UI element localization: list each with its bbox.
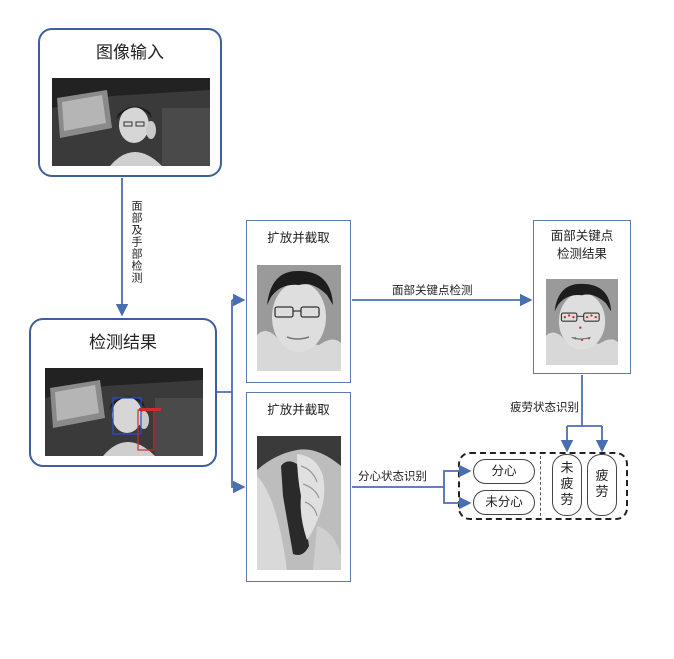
not-fatigued-char-2: 疲: [560, 477, 574, 492]
distraction-recognition-label: 分心状态识别: [358, 469, 427, 483]
detection-result-panel: 检测结果: [29, 318, 217, 467]
not-fatigued-state: 未 疲 劳: [552, 454, 582, 516]
face-hand-detection-label: 面部及手部检测: [130, 200, 143, 284]
image-input-panel: 图像输入: [38, 28, 222, 177]
detection-result-title: 检测结果: [89, 333, 157, 353]
face-keypoint-detection-label: 面部关键点检测: [392, 283, 473, 297]
arrow-to-crop-hand: [231, 392, 246, 494]
fatigued-char-2: 劳: [595, 485, 609, 500]
crop-hand-panel: 扩放并截取: [246, 392, 351, 582]
keypoints-title-line1: 面部关键点: [550, 228, 614, 243]
keypoints-title-line2: 检测结果: [556, 246, 607, 261]
fatigued-char-1: 疲: [595, 469, 609, 484]
not-distracted-state: 未分心: [473, 490, 535, 515]
keypoints-result-panel: 面部关键点 检测结果: [533, 220, 631, 374]
crop-face-panel: 扩放并截取: [246, 220, 351, 383]
not-fatigued-char-1: 未: [560, 461, 574, 476]
fatigue-recognition-label: 疲劳状态识别: [510, 400, 579, 414]
crop-hand-title: 扩放并截取: [267, 402, 330, 417]
fatigued-state: 疲 劳: [587, 454, 617, 516]
arrow-detection-split: [217, 300, 233, 393]
keypoints-face-photo: [546, 279, 618, 365]
cropped-face-photo: [257, 265, 341, 371]
input-car-photo: [52, 78, 210, 166]
not-fatigued-char-3: 劳: [560, 493, 574, 508]
detection-car-photo: [45, 368, 203, 456]
output-divider: [540, 456, 541, 516]
crop-face-title: 扩放并截取: [267, 230, 330, 245]
distracted-state: 分心: [473, 459, 535, 484]
cropped-hand-photo: [257, 436, 341, 570]
image-input-title: 图像输入: [96, 43, 164, 63]
